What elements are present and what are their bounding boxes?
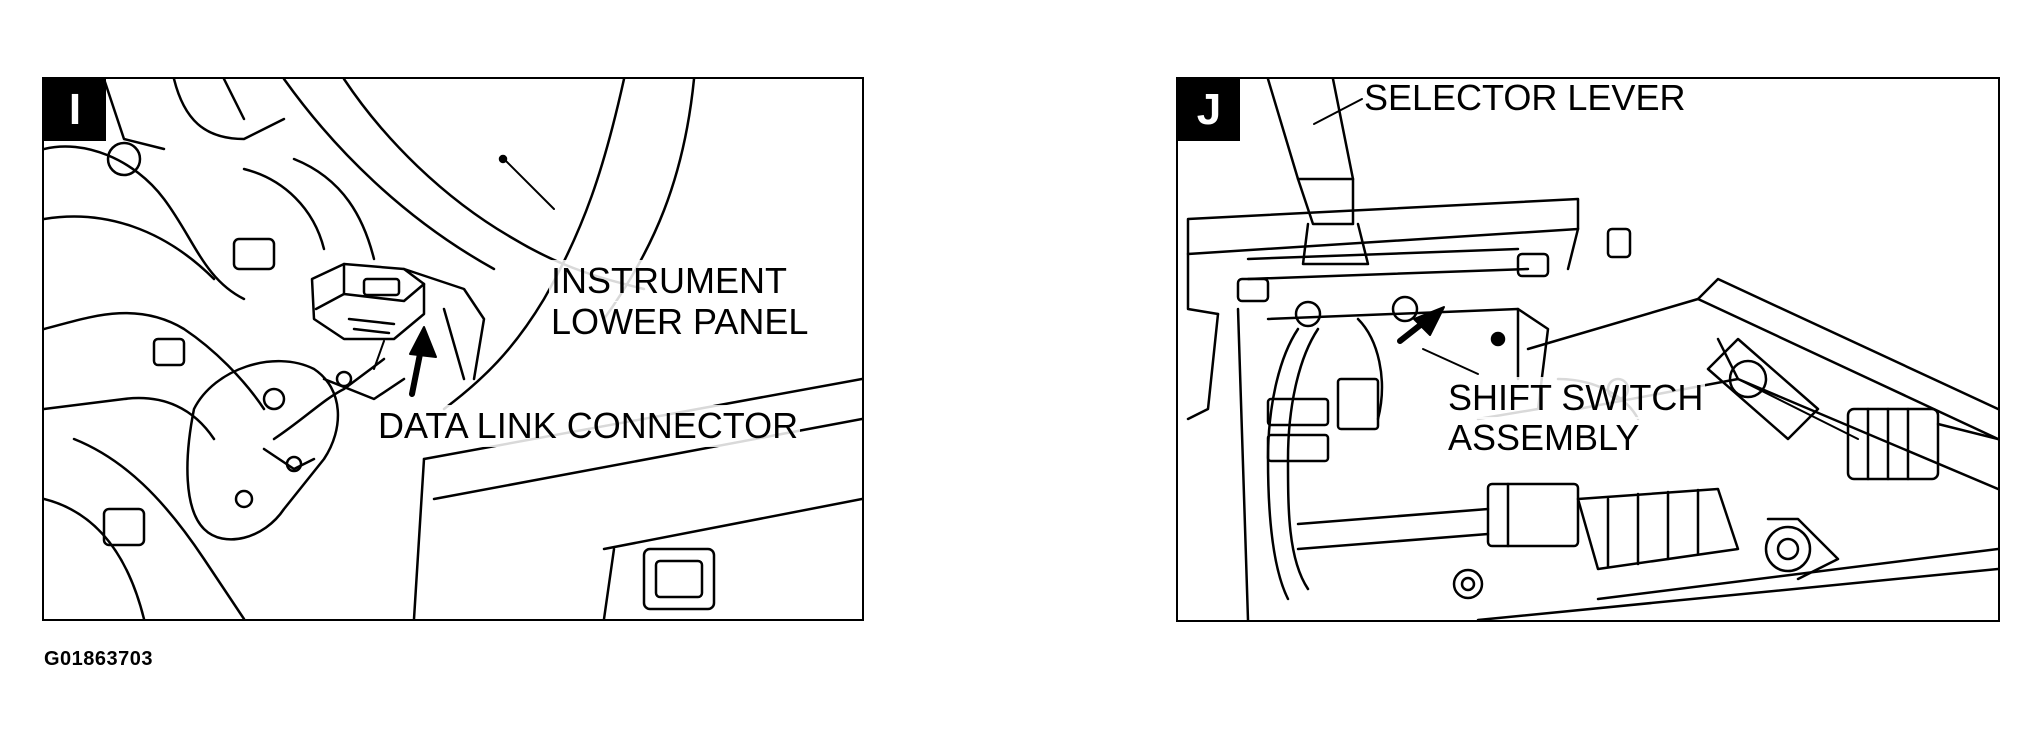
figure-badge-i: I xyxy=(44,79,106,141)
figure-id: G01863703 xyxy=(44,648,154,670)
callout-data-link-connector: DATA LINK CONNECTOR xyxy=(376,405,801,447)
callout-instrument-lower-panel-line1: INSTRUMENT xyxy=(549,260,789,302)
callout-shift-switch-line1: SHIFT SWITCH xyxy=(1446,377,1706,419)
dashboard-line-drawing xyxy=(44,79,862,619)
pointer-arrow xyxy=(1397,306,1445,344)
callout-shift-switch-line2: ASSEMBLY xyxy=(1446,417,1642,459)
callout-selector-lever: SELECTOR LEVER xyxy=(1364,77,1686,118)
callout-instrument-lower-panel-line2: LOWER PANEL xyxy=(549,301,811,343)
diagram-panel-j: J SELECTOR LEVER SHIFT SWITCH ASSEMBLY xyxy=(1176,77,2000,622)
diagram-panel-i: I INSTRUMENT LOWER PANEL DATA LINK CONNE… xyxy=(42,77,864,621)
pointer-arrow xyxy=(409,326,437,397)
figure-badge-j: J xyxy=(1178,79,1240,141)
shifter-line-drawing xyxy=(1186,79,1998,620)
